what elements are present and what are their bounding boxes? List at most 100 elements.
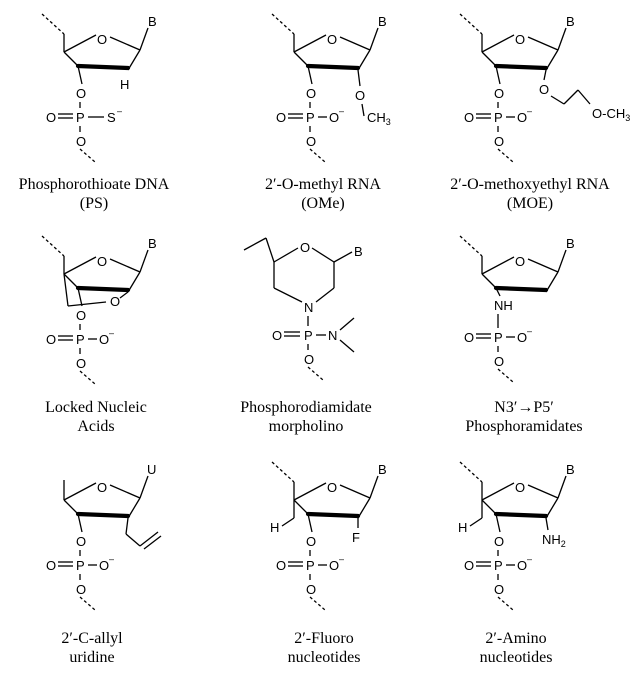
charge-minus: – [109,554,114,564]
bridge-oxygen: O [110,294,120,309]
methyl: CH3 [367,110,391,127]
phosphorus: P [304,328,313,343]
base-label: B [148,14,157,29]
base-label: B [566,14,575,29]
caption-line2: nucleotides [480,649,553,666]
oxygen-anion: O [329,558,339,573]
oxygen-double: O [46,332,56,347]
caption-line1: 2′-O-methoxyethyl RNA [450,176,610,193]
oxygen-3prime: O [76,86,86,101]
phosphorus: P [76,110,85,125]
caption-line2: nucleotides [288,649,361,666]
h-3prime: H [458,520,467,535]
charge-minus: – [339,106,344,116]
ring-nitrogen: N [304,300,313,315]
oxygen-5prime: O [76,356,86,371]
oxygen-5prime: O [494,134,504,149]
caption-line1: 2′-C-allyl [61,630,123,647]
phosphorus: P [76,332,85,347]
molecule-locked-nucleic-acids: O B O O P O O – O Locked Nucleic Acids [41,235,157,435]
molecule-2-fluoro-nucleotides: O B H F O P O O – O 2′-Fluoro nucleotide… [270,461,387,666]
oxygen-5prime: O [304,352,314,367]
ring-oxygen: O [327,32,337,47]
oxygen-5prime: O [76,582,86,597]
oxygen-2prime: O [355,88,365,103]
caption-line1: Locked Nucleic [45,399,147,416]
phosphorus: P [306,110,315,125]
oxygen-anion: O [517,110,527,125]
oxygen-5prime: O [494,354,504,369]
ring-oxygen: O [300,240,310,255]
charge-minus: – [117,106,122,116]
molecule-2-o-methyl-rna: O B O CH3 O P O O – O 2′-O-methyl RNA (O… [265,13,391,212]
charge-minus: – [339,554,344,564]
ring-oxygen: O [515,480,525,495]
caption-line2: uridine [69,649,114,666]
ring-oxygen: O [97,32,107,47]
charge-minus: – [527,326,532,336]
ring-oxygen: O [515,32,525,47]
caption-line2: Phosphoramidates [465,418,582,435]
oxygen-3prime: O [494,534,504,549]
oxygen-anion: O [99,332,109,347]
base-label: B [148,236,157,251]
oxygen-anion: O [99,558,109,573]
phosphorus: P [494,558,503,573]
oxygen-3prime: O [76,308,86,323]
phosphorus: P [494,330,503,345]
caption-line1: 2′-O-methyl RNA [265,176,381,193]
oxygen-double: O [464,330,474,345]
amine-nitrogen: N [328,328,337,343]
oxygen-3prime: O [306,86,316,101]
oxygen-anion: O [517,558,527,573]
molecule-phosphorodiamidate-morpholino: O B N P O N O Phosphorodiamidate morphol… [240,237,372,435]
base-label: B [378,14,387,29]
oxygen-double: O [46,558,56,573]
molecule-2-amino-nucleotides: O B H NH2 O P O O – O 2′-Amino nucleotid… [458,461,575,666]
oxygen-5prime: O [494,582,504,597]
phosphorus: P [76,558,85,573]
base-label: U [147,462,156,477]
caption-line2: (MOE) [507,195,553,212]
oxygen-double: O [464,110,474,125]
molecule-2-c-allyl-uridine: O U O P O O – O 2′-C-allyl uridine [46,462,162,666]
h-2prime: H [120,77,129,92]
base-label: B [566,236,575,251]
fluorine: F [352,530,360,545]
caption-line1: Phosphorothioate DNA [19,176,170,193]
ring-oxygen: O [97,480,107,495]
oxygen-3prime: O [306,534,316,549]
charge-minus: – [527,554,532,564]
caption-line1: 2′-Fluoro [294,630,354,647]
oxygen-2prime: O [539,82,549,97]
base-label: B [354,244,363,259]
sulfur: S [107,110,116,125]
oxygen-5prime: O [306,134,316,149]
caption-line1: Phosphorodiamidate [240,399,372,416]
molecule-n3-p5-phosphoramidates: O B NH P O O – O N3′→P5′ Phosphoramidate… [459,235,583,435]
nh-3prime: NH [494,298,513,313]
caption-line2: (OMe) [301,195,345,212]
molecule-phosphorothioate-dna: O B H O P O S – O Phosphorothioate DNA (… [19,13,170,212]
caption-line2: morpholino [269,418,344,435]
oxygen-double: O [464,558,474,573]
methoxy-terminal: O-CH3 [592,106,630,123]
charge-minus: – [527,106,532,116]
oxygen-double: O [46,110,56,125]
oxygen-double: O [276,110,286,125]
ring-oxygen: O [327,480,337,495]
caption-line1: N3′→P5′ [494,399,553,416]
oxygen-5prime: O [306,582,316,597]
base-label: B [378,462,387,477]
oxygen-anion: O [329,110,339,125]
oxygen-5prime: O [76,134,86,149]
oxygen-double: O [276,558,286,573]
amine-2prime: NH2 [542,532,566,549]
ring-oxygen: O [97,254,107,269]
phosphorus: P [306,558,315,573]
oxygen-anion: O [517,330,527,345]
phosphorus: P [494,110,503,125]
ring-oxygen: O [515,254,525,269]
oxygen-3prime: O [494,86,504,101]
